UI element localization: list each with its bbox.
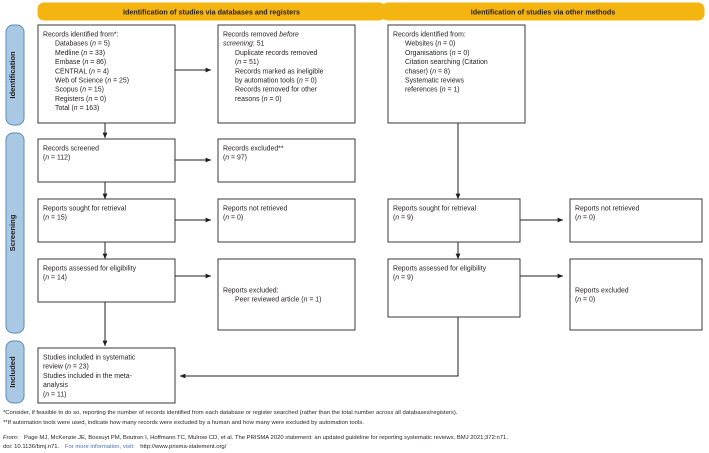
source-citation-label: Page MJ, McKenzie JE, Bossuyt PM, Boutro… [24, 435, 508, 441]
reports-excluded-box: Reports excluded: Peer reviewed article (… [217, 258, 356, 331]
header-other: Identification of studies via other meth… [381, 2, 705, 21]
records-removed-box: Records removed before screening: 51 Dupli… [217, 24, 356, 124]
reports-sought-box: Reports sought for retrieval (n = 15) [37, 198, 176, 243]
box-line: Records identified from*: [43, 32, 119, 39]
box-line: Records removed before [223, 32, 299, 39]
stage-identification: Identification [5, 24, 25, 126]
box-line: screening: 51 [223, 41, 265, 48]
stage-screening-label: Screening [8, 214, 17, 251]
box-line: Duplicate records removed [235, 50, 318, 57]
box-line: Reports not retrieved [223, 206, 288, 213]
box-line: Peer reviewed article (n = 1) [235, 297, 321, 304]
box-line: (n = 0) [223, 215, 243, 222]
reports-excluded-other-box: Reports excluded (n = 0) [569, 258, 703, 331]
box-line: CENTRAL (n = 4) [55, 68, 109, 75]
stage-included: Included [5, 340, 25, 404]
box-line: Registers (n = 0) [55, 96, 106, 103]
box-line: Reports assessed for eligibility [43, 266, 137, 273]
box-line: Reports sought for retrieval [43, 206, 127, 213]
reports-not-retrieved-other-box: Reports not retrieved (n = 0) [569, 198, 703, 243]
box-line: (n = 0) [575, 297, 595, 304]
box-line: by automation tools (n = 0) [235, 78, 317, 85]
box-line: (n = 14) [43, 275, 67, 282]
box-line: review (n = 23) [43, 364, 89, 371]
box-line: Reports not retrieved [575, 206, 640, 213]
box-line: Reports sought for retrieval [393, 206, 477, 213]
box-line: Studies included in the meta- [43, 373, 132, 380]
box-line: (n = 9) [393, 275, 413, 282]
footnote-2: **If automation tools were used, indicat… [3, 420, 364, 426]
stage-screening: Screening [5, 132, 25, 334]
box-line: (n = 112) [43, 155, 70, 162]
connector-other-assessed-to-included [179, 317, 459, 379]
box-line: Medline (n = 33) [55, 50, 105, 57]
reports-assessed-box: Reports assessed for eligibility (n = 14) [37, 258, 176, 303]
box-line: Reports excluded [575, 288, 629, 295]
source-from-label: From: [3, 435, 19, 441]
records-identified-box: Records identified from*: Databases (n = … [37, 24, 176, 124]
reports-excluded-text: Reports excluded: Peer reviewed article (… [223, 288, 321, 304]
box-line: Citation searching (Citation [405, 59, 488, 66]
reports-sought-other-box: Reports sought for retrieval (n = 9) [387, 198, 521, 243]
reports-not-retrieved-other-text: Reports not retrieved (n = 0) [575, 206, 640, 222]
box-line: Websites (n = 0) [405, 41, 455, 48]
box-line: Web of Science (n = 25) [55, 78, 129, 85]
box-line: (n = 51) [235, 59, 259, 66]
box-line: reasons (n = 0) [235, 96, 282, 103]
box-line: Systematic reviews [405, 78, 465, 85]
reports-sought-text: Reports sought for retrieval (n = 15) [43, 206, 127, 222]
source-url-label[interactable]: http://www.prisma-statement.org/ [140, 444, 226, 450]
box-line: Records excluded** [223, 146, 284, 153]
box-line: references (n = 1) [405, 87, 460, 94]
box-line: Records removed for other [235, 87, 318, 94]
records-excluded-text: Records excluded** (n = 97) [223, 146, 284, 162]
records-screened-box: Records screened (n = 112) [37, 138, 176, 183]
reports-not-retrieved-box: Reports not retrieved (n = 0) [217, 198, 356, 243]
stage-identification-label: Identification [8, 51, 17, 99]
box-line: Embase (n = 86) [55, 59, 106, 66]
footnotes: *Consider, if feasible to do so, reporti… [3, 410, 508, 450]
box-line: Reports assessed for eligibility [393, 266, 487, 273]
box-line: Records screened [43, 146, 99, 153]
records-identified-text: Records identified from*: Databases (n = … [43, 32, 129, 113]
reports-assessed-other-box: Reports assessed for eligibility (n = 9) [387, 258, 521, 318]
source-line: From: Page MJ, McKenzie JE, Bossuyt PM, … [3, 435, 508, 441]
reports-assessed-text: Reports assessed for eligibility (n = 14) [43, 266, 137, 282]
box-line: chaser) (n = 8) [405, 68, 450, 75]
reports-excluded-other-text: Reports excluded (n = 0) [575, 288, 629, 304]
reports-assessed-other-text: Reports assessed for eligibility (n = 9) [393, 266, 487, 282]
studies-included-box: Studies included in systematic review (n … [37, 347, 176, 404]
box-line: (n = 97) [223, 155, 247, 162]
source-doi-label: doi: 10.1136/bmj.n71. [3, 444, 60, 450]
box-line: Organisations (n = 0) [405, 50, 470, 57]
box-line: (n = 11) [43, 391, 66, 398]
studies-included-text: Studies included in systematic review (n … [43, 355, 136, 399]
box-line: Studies included in systematic [43, 355, 136, 362]
records-screened-text: Records screened (n = 112) [43, 146, 99, 162]
box-line: Reports excluded: [223, 288, 279, 295]
doi-line: doi: 10.1136/bmj.n71. For more informati… [3, 444, 227, 450]
records-removed-text: Records removed before screening: 51 Dupli… [223, 32, 324, 103]
records-excluded-box: Records excluded** (n = 97) [217, 138, 356, 183]
records-identified-other-text: Records identified from: Websites (n = 0)… [393, 32, 488, 94]
box-line: Records identified from: [393, 32, 466, 39]
header-databases: Identification of studies via databases … [37, 2, 386, 21]
footnote-1: *Consider, if feasible to do so, reporti… [3, 410, 458, 416]
box-line: Scopus (n = 15) [55, 87, 104, 94]
records-identified-other-box: Records identified from: Websites (n = 0)… [387, 24, 526, 124]
stage-included-label: Included [8, 356, 17, 388]
box-line: (n = 0) [575, 215, 595, 222]
more-info-label[interactable]: For more information, visit: [65, 444, 135, 450]
reports-sought-other-text: Reports sought for retrieval (n = 9) [393, 206, 477, 222]
box-line: (n = 15) [43, 215, 67, 222]
box-line: analysis [43, 382, 68, 389]
reports-not-retrieved-text: Reports not retrieved (n = 0) [223, 206, 288, 222]
box-line: Records marked as ineligible [235, 68, 324, 75]
header-other-label: Identification of studies via other meth… [471, 8, 616, 17]
box-line: Databases (n = 5) [55, 41, 110, 48]
box-line: (n = 9) [393, 215, 413, 222]
header-databases-label: Identification of studies via databases … [123, 8, 300, 17]
box-line: Total (n = 163) [55, 105, 99, 112]
